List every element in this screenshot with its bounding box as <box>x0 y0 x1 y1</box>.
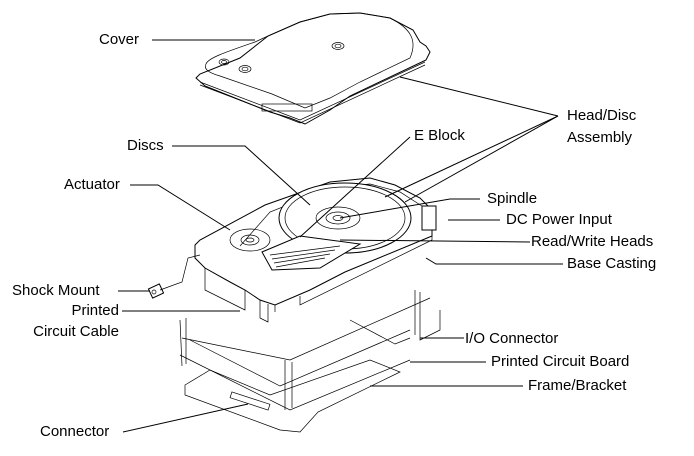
label-connector: Connector <box>40 423 110 440</box>
cover-part <box>195 12 431 125</box>
leader-head-disc-3 <box>404 115 559 203</box>
leader-spindle <box>339 198 480 219</box>
leader-base-casting <box>425 257 563 265</box>
frame-bracket-part <box>179 290 441 411</box>
label-read-write-heads: Read/Write Heads <box>531 233 654 250</box>
label-io-connector: I/O Connector <box>465 330 559 347</box>
label-printed-circuit-cable-2: Circuit Cable <box>33 323 119 340</box>
label-e-block: E Block <box>414 127 465 144</box>
label-cover: Cover <box>99 31 140 48</box>
label-head-disc-assembly-1: Head/Disc <box>567 107 637 124</box>
label-frame-bracket: Frame/Bracket <box>528 377 627 394</box>
leader-actuator <box>130 184 231 231</box>
label-dc-power-input: DC Power Input <box>506 211 612 228</box>
leader-connector <box>122 403 249 433</box>
label-shock-mount: Shock Mount <box>12 282 100 299</box>
leader-lines <box>118 39 563 433</box>
label-printed-circuit-cable-1: Printed <box>71 302 119 319</box>
printed-circuit-board-part <box>184 359 401 433</box>
leader-head-disc-2 <box>384 115 559 198</box>
shock-mount-part <box>147 254 201 299</box>
leader-rw-heads <box>339 239 531 243</box>
label-printed-circuit-board: Printed Circuit Board <box>491 353 630 370</box>
leader-discs <box>172 145 311 206</box>
leader-head-disc-1 <box>399 76 559 117</box>
label-actuator: Actuator <box>64 176 120 193</box>
label-base-casting: Base Casting <box>567 255 657 272</box>
label-head-disc-assembly-2: Assembly <box>567 129 633 146</box>
leader-e-block <box>299 136 411 238</box>
base-casting-part <box>194 177 437 323</box>
label-discs: Discs <box>127 137 164 154</box>
label-spindle: Spindle <box>487 190 538 207</box>
